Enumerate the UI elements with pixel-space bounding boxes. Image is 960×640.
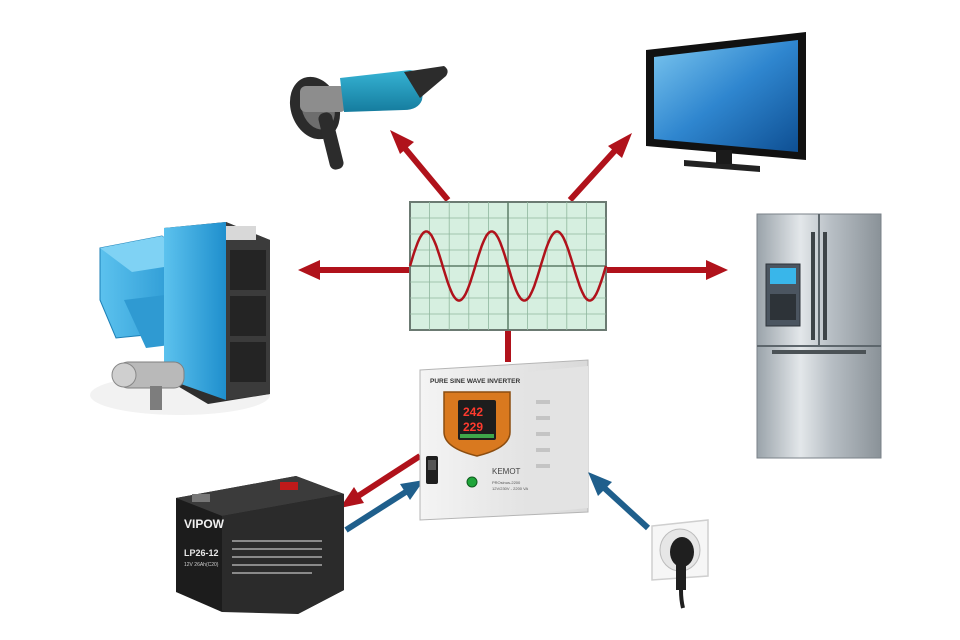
oscilloscope-display	[408, 201, 608, 331]
arrow-to-grinder	[390, 130, 451, 202]
battery: VIPOW LP26-12 12V 26Ah(C20)	[176, 476, 344, 614]
battery-label-lines	[232, 540, 322, 574]
battery-brand: VIPOW	[184, 517, 225, 531]
angle-grinder	[289, 66, 448, 170]
inverter-unit: PURE SINE WAVE INVERTER 242 229 KEMOT PR…	[419, 359, 589, 521]
pellet-boiler	[90, 222, 270, 415]
inverter-title: PURE SINE WAVE INVERTER	[430, 378, 520, 385]
input-arrows	[344, 472, 651, 533]
arrow-to-tv	[567, 133, 632, 203]
battery-spec: 12V 26Ah(C20)	[184, 562, 219, 568]
output-arrows	[298, 130, 728, 508]
sine-wave	[408, 230, 608, 302]
wall-socket	[651, 519, 709, 609]
inverter-model-2: 12V/230V - 2200 VA	[492, 486, 529, 491]
arrow-to-fridge	[604, 260, 728, 280]
refrigerator	[756, 213, 882, 459]
arrow-battery-to-inverter	[344, 480, 424, 533]
battery-model: LP26-12	[184, 548, 219, 558]
inverter-model-1: PROsinus-2200	[492, 480, 521, 485]
arrow-socket-to-inverter	[588, 472, 651, 531]
arrow-to-boiler	[298, 260, 412, 280]
flat-screen-tv	[646, 32, 806, 172]
inverter-display-bottom: 229	[463, 420, 483, 434]
status-led	[466, 476, 478, 488]
inverter-vents	[536, 400, 550, 468]
arrow-inverter-to-battery	[340, 453, 422, 508]
inverter-brand: KEMOT	[492, 467, 521, 476]
inverter-display-top: 242	[463, 405, 483, 419]
